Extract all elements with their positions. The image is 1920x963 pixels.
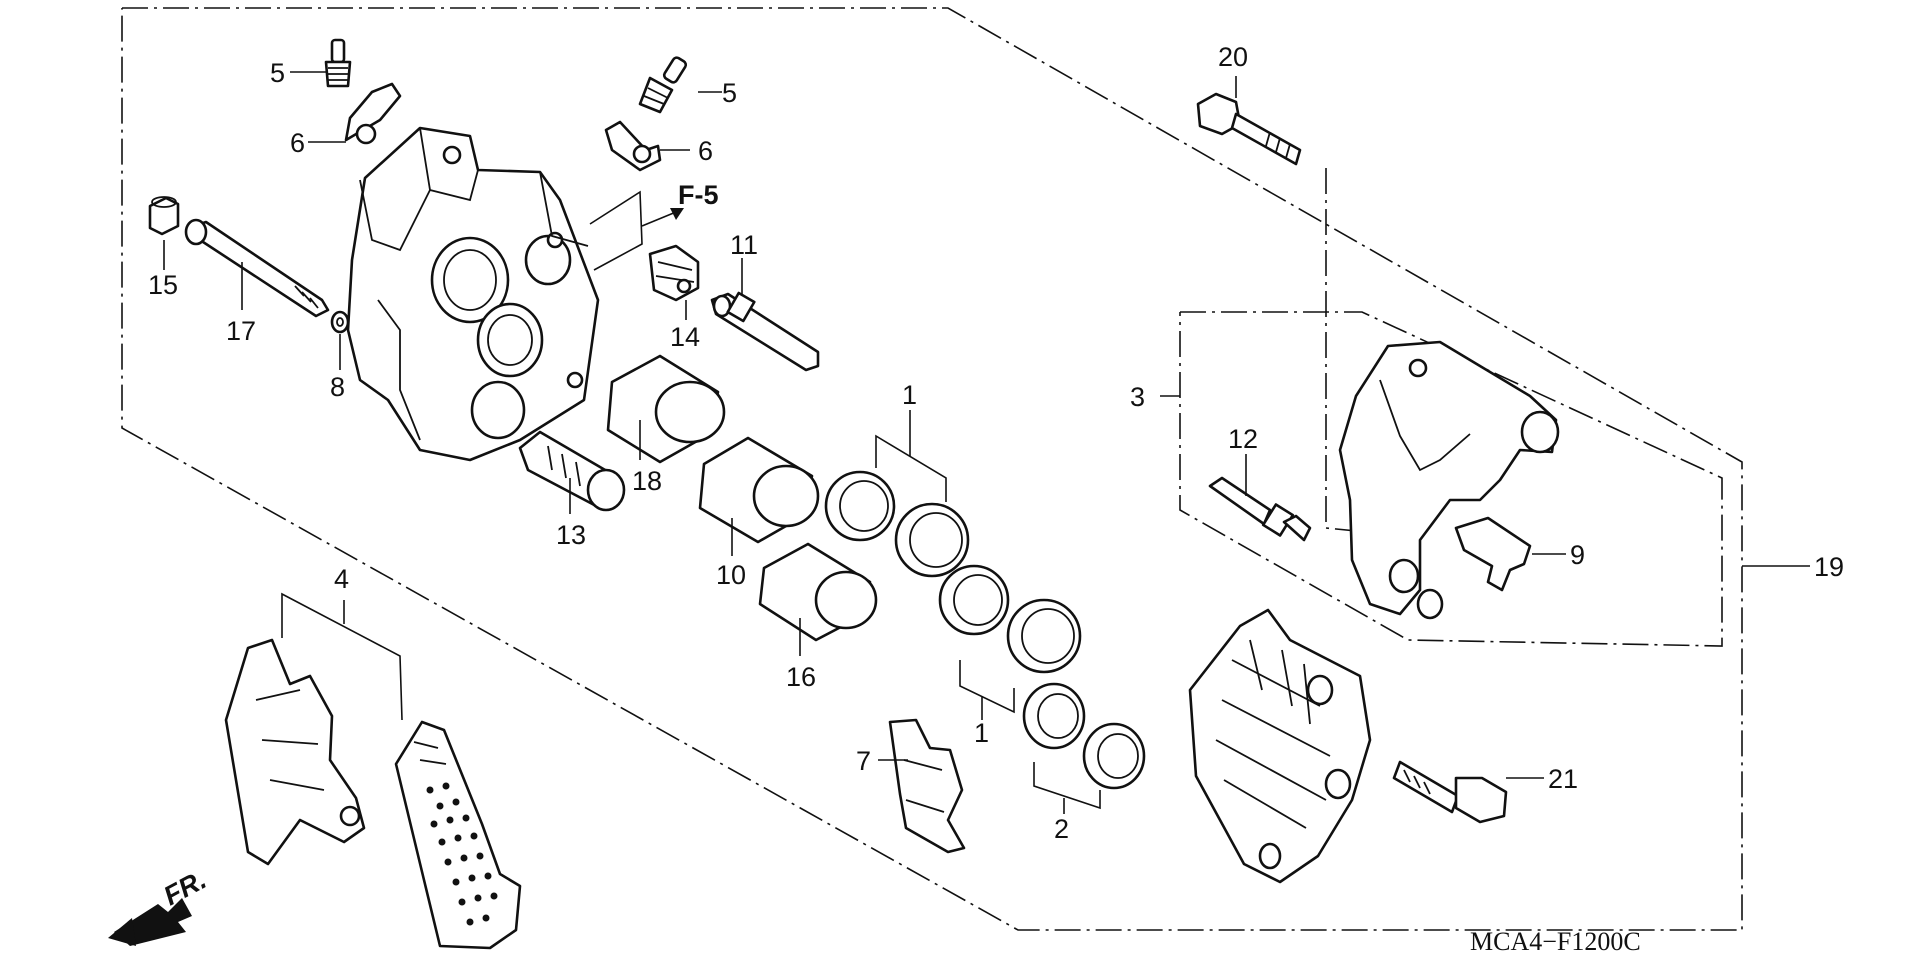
washer: [330, 310, 350, 334]
bleeder-cap-left: [344, 82, 402, 145]
callout-15: 15: [148, 270, 178, 300]
callout-3: 3: [1130, 382, 1145, 412]
callout-4: 4: [334, 564, 349, 594]
flange-bolt-upper: [1196, 92, 1302, 166]
reference-f5: F-5: [678, 180, 719, 210]
callout-17: 17: [226, 316, 256, 346]
bleeder-screw: [518, 430, 626, 512]
bleeder-valve-right: [638, 56, 688, 114]
caliper-bracket: [1338, 340, 1560, 620]
pad-spring: [888, 718, 966, 854]
callout-6-right: 6: [698, 136, 713, 166]
callout-18: 18: [632, 466, 662, 496]
caliper-body-outer: [1188, 608, 1372, 884]
piston-seal-set-b: [938, 564, 1082, 674]
assembly-boundary-bracket: [1179, 311, 1723, 647]
callout-13: 13: [556, 520, 586, 550]
callout-8: 8: [330, 372, 345, 402]
callout-1-upper: 1: [902, 380, 917, 410]
piston-16: [758, 542, 878, 642]
diagram-code: MCA4−F1200C: [1470, 927, 1641, 956]
bleeder-cap-right: [604, 120, 662, 172]
pin-boot: [648, 244, 700, 302]
callout-14: 14: [670, 322, 700, 352]
flange-bolt-lower: [1392, 760, 1508, 824]
callout-20: 20: [1218, 42, 1248, 72]
callout-16: 16: [786, 662, 816, 692]
callout-6-left: 6: [290, 128, 305, 158]
brake-pad-rear: [394, 720, 522, 950]
pin-cap: [148, 196, 180, 236]
piston-18: [606, 354, 726, 464]
callout-12: 12: [1228, 424, 1258, 454]
bleeder-valve-left: [324, 38, 352, 88]
assembly-boundary-main: [121, 7, 1743, 931]
leader-lines: [108, 71, 1810, 946]
caliper-slide-pin: [184, 218, 330, 318]
pad-retainer: [1454, 516, 1532, 592]
callout-2: 2: [1054, 814, 1069, 844]
callout-9: 9: [1570, 540, 1585, 570]
callout-5-right: 5: [722, 78, 737, 108]
piston-10: [698, 436, 820, 544]
callout-5-left: 5: [270, 58, 285, 88]
callout-21: 21: [1548, 764, 1578, 794]
caliper-bolt-pin: [710, 291, 820, 372]
caliper-body: [346, 126, 600, 462]
callout-7: 7: [856, 746, 871, 776]
piston-seal-set-a: [824, 470, 970, 578]
callout-1-lower: 1: [974, 718, 989, 748]
callout-19: 19: [1814, 552, 1844, 582]
front-direction-label: FR.: [159, 864, 211, 911]
dust-seal-set: [1022, 682, 1146, 790]
bracket-pin: [1208, 476, 1312, 542]
callout-10: 10: [716, 560, 746, 590]
brake-pad-front: [224, 638, 366, 866]
callout-11: 11: [730, 230, 758, 260]
